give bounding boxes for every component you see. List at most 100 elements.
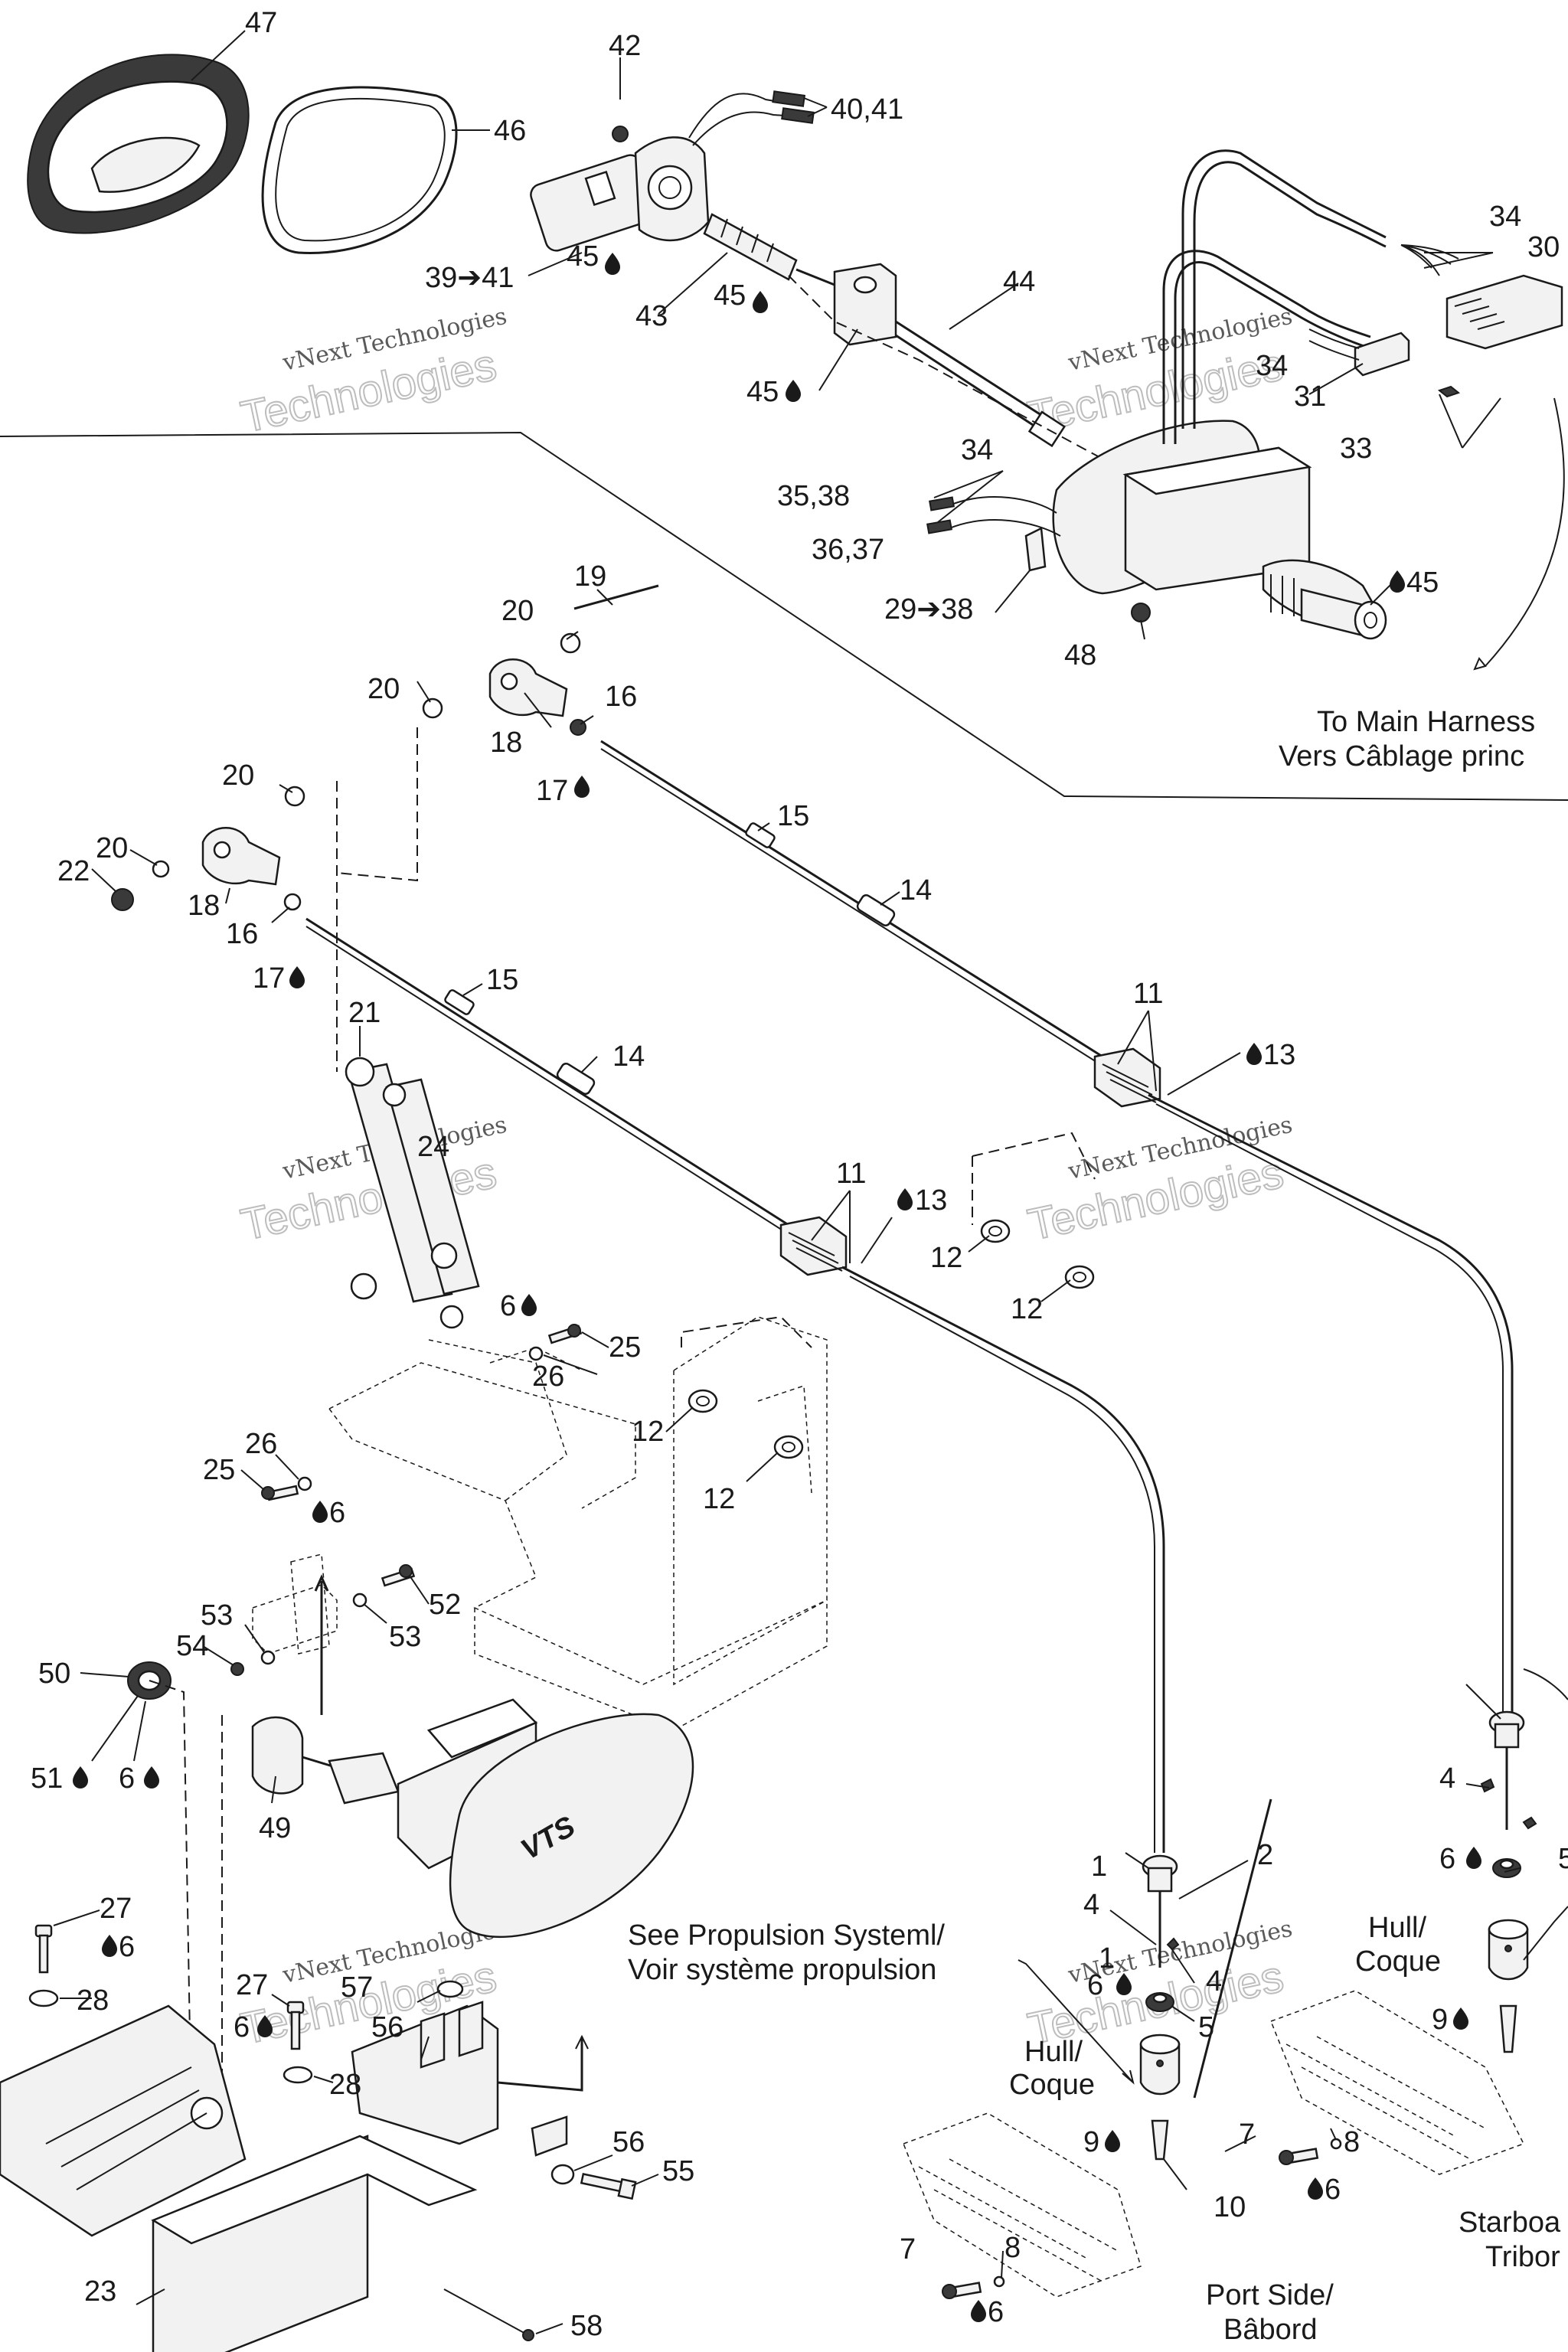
callout-label: 14 [900, 874, 932, 906]
callout-label: 5 [1198, 2011, 1214, 2043]
callout-label: 26 [245, 1428, 277, 1460]
callout-label: 34 [1489, 201, 1521, 233]
callout-label: 13 [1263, 1039, 1295, 1071]
callout-label: 16 [226, 918, 258, 950]
vts-control: VTS [251, 1698, 694, 1939]
callout-label: 30 [1527, 231, 1560, 263]
bolt-27 [28, 1924, 313, 2084]
callout-label: 28 [77, 1984, 109, 2017]
diagram-note: To Main Harness [1317, 706, 1535, 738]
callout-label: 2 [1257, 1839, 1273, 1871]
diagram-note: Port Side/ [1206, 2279, 1334, 2311]
diagram-note: Bâbord [1223, 2314, 1318, 2346]
diagram-note: Coque [1009, 2069, 1095, 2101]
section-divider [0, 431, 1568, 801]
diagram-note: See Propulsion Systeml/ [628, 1919, 945, 1952]
callout-label: 24 [417, 1131, 449, 1163]
callout-label: 8 [1004, 2232, 1021, 2264]
callout-label: 15 [777, 800, 809, 832]
callout-label: 31 [1294, 381, 1326, 413]
callout-label: 7 [1239, 2118, 1255, 2151]
callout-label: 58 [570, 2310, 603, 2342]
callout-label: 27 [100, 1893, 132, 1925]
callout-label: 4 [1439, 1762, 1455, 1795]
callout-label: 35,38 [777, 480, 850, 512]
connector-31 [1354, 332, 1461, 398]
callout-label: 4 [1206, 1965, 1222, 1998]
callout-label: 18 [188, 890, 220, 922]
callout-label: 25 [609, 1331, 641, 1364]
callout-label: 29➔38 [884, 593, 973, 626]
starboard-assembly [1270, 1710, 1537, 2175]
callout-label: 55 [662, 2155, 694, 2187]
callout-label: 12 [703, 1483, 735, 1515]
callout-label: 4 [1083, 1889, 1099, 1921]
callout-label: 50 [38, 1658, 70, 1690]
callout-label: 26 [532, 1361, 564, 1393]
bolt-55 [436, 1980, 637, 2200]
callout-label: 47 [245, 7, 277, 39]
callout-label: 57 [341, 1971, 373, 2004]
callout-label: 17 [253, 962, 285, 995]
callout-labels: 47 46 42 40,41 39➔41 45 43 45 44 45 34 3… [31, 7, 1568, 2342]
callout-label: 48 [1064, 639, 1096, 671]
callout-label: 39➔41 [425, 262, 514, 294]
bracket-45 [833, 263, 897, 346]
text-notes: To Main Harness Vers Câblage princ See P… [628, 706, 1561, 2346]
connector-30 [1446, 274, 1563, 350]
diagram-note: Tribor [1485, 2241, 1560, 2273]
actuator-29 [1052, 420, 1387, 640]
callout-label: 10 [1214, 2191, 1246, 2223]
callout-label: 15 [486, 964, 518, 996]
callout-label: 17 [536, 775, 568, 807]
callout-label: 19 [574, 560, 606, 593]
callout-label: 11 [1133, 978, 1163, 1010]
shaft-44 [895, 320, 1066, 448]
port-side-assembly [903, 1854, 1181, 2299]
callout-label: 22 [57, 855, 90, 887]
callout-label: 12 [930, 1242, 962, 1274]
base-bracket-23 [0, 2001, 499, 2352]
callout-label: 43 [635, 300, 668, 332]
callout-label: 6 [1325, 2174, 1341, 2206]
callout-label: 49 [259, 1812, 291, 1844]
diagram-note: Hull/ [1024, 2036, 1083, 2068]
callout-label: 20 [222, 760, 254, 792]
callout-label: 40,41 [831, 93, 903, 126]
callout-label: 6 [329, 1497, 345, 1529]
callout-label: 56 [612, 2126, 645, 2158]
callout-label: 6 [1087, 1969, 1103, 2001]
housing-outline [328, 1316, 828, 1731]
callout-label: 11 [836, 1158, 866, 1190]
callout-label: 42 [609, 30, 641, 62]
callout-label: 18 [490, 727, 522, 759]
leader-lines [53, 30, 1521, 2334]
callout-label: 5 [1558, 1843, 1568, 1875]
callout-label: 21 [348, 997, 381, 1029]
diagram-note: Voir système propulsion [628, 1954, 936, 1986]
callout-label: 6 [234, 2011, 250, 2043]
callout-label: 1 [1091, 1851, 1107, 1883]
callout-label: 7 [900, 2233, 916, 2265]
gasket-46 [261, 86, 458, 254]
bracket-52 [230, 1553, 416, 1676]
callout-label: 46 [494, 115, 526, 147]
callout-label: 45 [567, 240, 599, 273]
callout-label: 20 [368, 673, 400, 705]
callout-label: 6 [500, 1290, 516, 1322]
diagram-note: Vers Câblage princ [1279, 740, 1524, 773]
trim-cover-47 [27, 54, 250, 234]
callout-label: 8 [1344, 2126, 1360, 2158]
callout-label: 6 [1439, 1843, 1455, 1875]
callout-label: 27 [236, 1969, 268, 2001]
diagram-note: Hull/ [1368, 1912, 1426, 1944]
callout-label: 56 [371, 2011, 403, 2043]
callout-label: 28 [329, 2069, 361, 2101]
callout-label: 14 [612, 1040, 645, 1073]
callout-label: 20 [501, 595, 534, 627]
callout-label: 54 [176, 1630, 208, 1662]
callout-label: 36,37 [812, 534, 884, 566]
callout-label: 6 [119, 1931, 135, 1963]
callout-label: 9 [1432, 2004, 1448, 2036]
